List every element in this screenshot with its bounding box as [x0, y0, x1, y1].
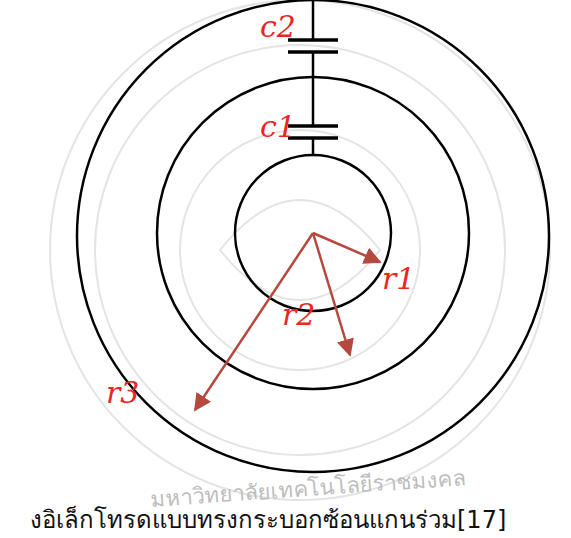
capacitor-label: c1	[260, 112, 296, 142]
watermark-logo	[50, 0, 550, 500]
radius-label: r2	[282, 300, 315, 330]
radius-label: r1	[382, 264, 415, 294]
radius-arrow	[313, 233, 380, 262]
capacitor-label: c2	[260, 12, 296, 42]
figure-caption: งอิเล็กโทรดแบบทรงกระบอกซ้อนแกนร่วม[17]	[30, 508, 506, 532]
radius-label: r3	[106, 378, 139, 408]
electrode-circles	[77, 0, 549, 472]
watermark-text: มหาวิทยาลัยเทคโนโลยีราชมงคล	[150, 467, 467, 511]
outer-electrode	[77, 0, 549, 472]
radius-arrows	[195, 233, 380, 410]
radius-arrow	[313, 233, 350, 355]
